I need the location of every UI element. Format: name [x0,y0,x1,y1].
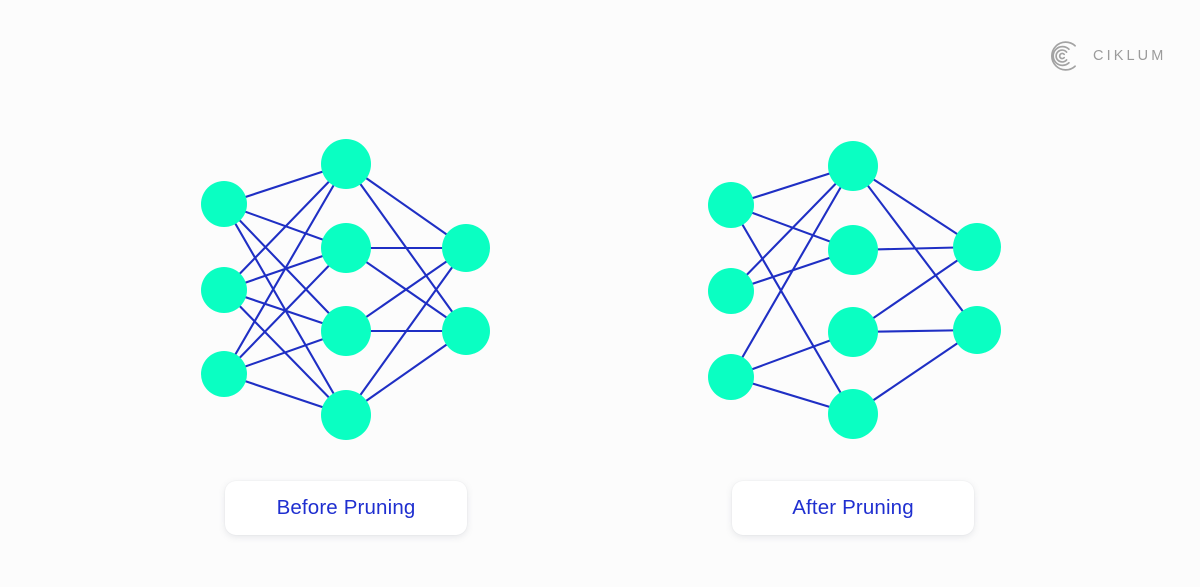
connection-edge [851,328,979,416]
network-after [708,141,1001,439]
neuron-node-input [708,354,754,400]
caption-label-after-pruning: After Pruning [792,496,914,519]
neuron-node-hidden [321,139,371,189]
connection-edge [344,246,468,333]
connection-edge [344,329,468,417]
neuron-node-hidden [321,223,371,273]
edge-group [729,164,979,416]
connection-edge [222,329,348,376]
caption-card-before-pruning[interactable]: Before Pruning [225,481,467,535]
connection-edge [222,246,348,292]
connection-edge [222,202,348,417]
neuron-node-output [953,223,1001,271]
connection-edge [729,203,855,252]
connection-edge [851,245,979,334]
connection-edge [729,164,855,379]
network-before [201,139,490,440]
node-group [708,141,1001,439]
connection-edge [851,328,979,334]
neuron-node-input [201,181,247,227]
neuron-node-hidden [321,390,371,440]
edge-group [222,162,468,417]
connection-edge [851,164,979,249]
connection-edge [729,330,855,379]
brand-name: CIKLUM [1093,48,1167,65]
connection-edge [729,375,855,416]
connection-edge [222,162,348,292]
caption-card-after-pruning[interactable]: After Pruning [732,481,974,535]
connection-edge [851,164,979,332]
connection-edge [729,248,855,293]
connection-edge [851,245,979,252]
connection-edge [222,288,348,333]
neuron-node-output [442,307,490,355]
connection-edge [222,246,348,376]
neuron-node-hidden [828,225,878,275]
connection-edge [344,246,468,417]
neuron-node-output [442,224,490,272]
connection-edge [344,162,468,250]
neuron-node-hidden [828,141,878,191]
neuron-node-input [708,182,754,228]
connection-edge [729,164,855,207]
neuron-node-hidden [828,307,878,357]
neuron-node-output [953,306,1001,354]
brand-logo: CIKLUM [1046,38,1166,74]
connection-edge [222,202,348,333]
neuron-node-hidden [321,306,371,356]
caption-label-before-pruning: Before Pruning [276,496,416,519]
ciklum-c-arcs-icon [1051,41,1076,71]
connection-edge [222,202,348,250]
connection-edge [222,288,348,417]
connection-edge [344,246,468,333]
connection-edge [729,164,855,293]
connection-edge [729,203,855,416]
node-group [201,139,490,440]
neuron-node-hidden [828,389,878,439]
connection-edge [344,162,468,333]
neuron-node-input [708,268,754,314]
connection-edge [222,162,348,376]
neuron-node-input [201,351,247,397]
neuron-node-input [201,267,247,313]
connection-edge [222,372,348,417]
connection-edge [222,162,348,206]
